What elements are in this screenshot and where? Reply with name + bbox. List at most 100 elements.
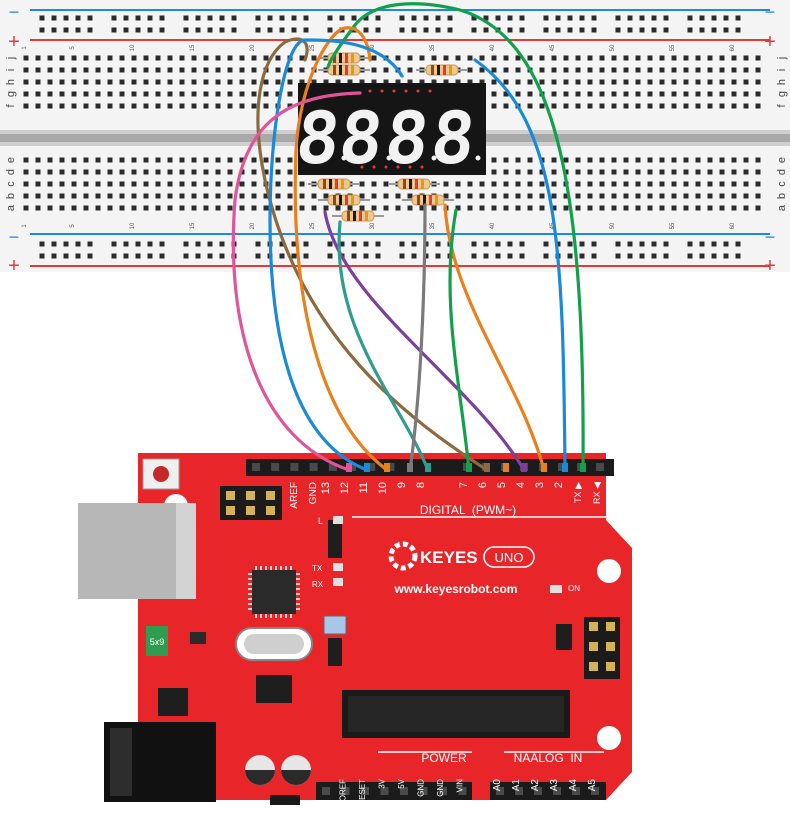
breadboard-hole bbox=[227, 193, 233, 199]
rail-hole bbox=[411, 253, 417, 259]
breadboard-hole bbox=[227, 169, 233, 175]
breadboard-hole bbox=[155, 181, 161, 187]
breadboard-hole bbox=[695, 181, 701, 187]
breadboard-hole bbox=[623, 205, 629, 211]
breadboard-hole bbox=[647, 205, 653, 211]
rail-hole bbox=[219, 253, 225, 259]
breadboard-hole bbox=[659, 91, 665, 97]
breadboard-hole bbox=[179, 181, 185, 187]
breadboard-hole bbox=[455, 55, 461, 61]
column-number: 60 bbox=[730, 222, 736, 229]
breadboard-hole bbox=[491, 169, 497, 175]
rail-hole bbox=[147, 253, 153, 259]
breadboard-hole bbox=[575, 91, 581, 97]
breadboard-hole bbox=[743, 67, 749, 73]
wire-blue-left[interactable] bbox=[268, 38, 404, 472]
rail-hole bbox=[615, 253, 621, 259]
breadboard-hole bbox=[575, 181, 581, 187]
breadboard-hole bbox=[47, 193, 53, 199]
breadboard-hole bbox=[707, 79, 713, 85]
rail-hole bbox=[543, 15, 549, 21]
breadboard-hole bbox=[35, 205, 41, 211]
rail-hole bbox=[627, 241, 633, 247]
wire-blue-right[interactable] bbox=[473, 58, 567, 472]
column-number: 10 bbox=[130, 222, 136, 229]
rail-hole bbox=[87, 27, 93, 33]
breadboard-hole bbox=[683, 169, 689, 175]
breadboard-hole bbox=[599, 79, 605, 85]
resistor bbox=[332, 210, 384, 222]
wire-brown[interactable] bbox=[256, 37, 489, 472]
breadboard-hole bbox=[479, 181, 485, 187]
wire-orange-left[interactable] bbox=[293, 26, 389, 472]
wire-green-short[interactable] bbox=[448, 208, 471, 472]
breadboard-hole bbox=[275, 193, 281, 199]
row-letter: b bbox=[776, 193, 788, 199]
wire-teal[interactable] bbox=[337, 220, 430, 472]
power-pin-label: RESET bbox=[358, 779, 367, 806]
breadboard-hole bbox=[35, 193, 41, 199]
rail-hole bbox=[663, 253, 669, 259]
breadboard-hole bbox=[59, 181, 65, 187]
rail-hole bbox=[519, 253, 525, 259]
column-number: 15 bbox=[190, 222, 196, 229]
top-right-plus: + bbox=[764, 31, 776, 53]
rail-hole bbox=[507, 27, 513, 33]
rail-hole bbox=[435, 15, 441, 21]
breadboard-hole bbox=[647, 91, 653, 97]
rail-hole bbox=[159, 27, 165, 33]
reset-button-cap[interactable] bbox=[153, 466, 169, 482]
column-number: 25 bbox=[310, 222, 316, 229]
breadboard-hole bbox=[467, 55, 473, 61]
row-letter: f bbox=[5, 104, 17, 108]
rail-hole bbox=[447, 15, 453, 21]
breadboard-hole bbox=[83, 67, 89, 73]
wire-purple[interactable] bbox=[323, 210, 526, 472]
breadboard-hole bbox=[707, 157, 713, 163]
rail-hole bbox=[183, 253, 189, 259]
breadboard-hole bbox=[479, 193, 485, 199]
breadboard-hole bbox=[383, 67, 389, 73]
breadboard-hole bbox=[515, 169, 521, 175]
rail-hole bbox=[75, 15, 81, 21]
wire-green-long[interactable] bbox=[326, 2, 585, 472]
rail-hole bbox=[195, 241, 201, 247]
rail-hole bbox=[363, 253, 369, 259]
breadboard-hole bbox=[191, 193, 197, 199]
breadboard-hole bbox=[527, 79, 533, 85]
rail-hole bbox=[579, 27, 585, 33]
breadboard-hole bbox=[35, 67, 41, 73]
rail-hole bbox=[399, 27, 405, 33]
breadboard-hole bbox=[683, 55, 689, 61]
breadboard-hole bbox=[755, 193, 761, 199]
display-dp-3 bbox=[431, 155, 437, 161]
rail-hole bbox=[363, 27, 369, 33]
breadboard-hole bbox=[203, 67, 209, 73]
breadboard-hole bbox=[539, 193, 545, 199]
rail-hole bbox=[495, 241, 501, 247]
pin-label-d8: 8 bbox=[415, 482, 427, 488]
breadboard-hole bbox=[587, 103, 593, 109]
wire-orange-right[interactable] bbox=[443, 203, 546, 472]
rail-hole bbox=[135, 15, 141, 21]
pin-label-d12: 12 bbox=[339, 482, 351, 494]
wire-gray[interactable] bbox=[408, 203, 427, 472]
breadboard-hole bbox=[563, 103, 569, 109]
diode bbox=[190, 632, 206, 644]
breadboard-hole bbox=[275, 91, 281, 97]
breadboard-hole bbox=[191, 181, 197, 187]
wire-pink[interactable] bbox=[231, 91, 362, 472]
breadboard-hole bbox=[251, 193, 257, 199]
breadboard-hole bbox=[143, 169, 149, 175]
breadboard-hole bbox=[227, 157, 233, 163]
breadboard-hole bbox=[599, 205, 605, 211]
row-letter: h bbox=[5, 79, 17, 85]
breadboard-hole bbox=[683, 157, 689, 163]
breadboard-hole bbox=[635, 181, 641, 187]
breadboard-hole bbox=[215, 193, 221, 199]
breadboard-hole bbox=[287, 157, 293, 163]
breadboard-hole bbox=[59, 79, 65, 85]
breadboard-hole bbox=[503, 103, 509, 109]
breadboard-hole bbox=[155, 55, 161, 61]
breadboard-hole bbox=[635, 91, 641, 97]
